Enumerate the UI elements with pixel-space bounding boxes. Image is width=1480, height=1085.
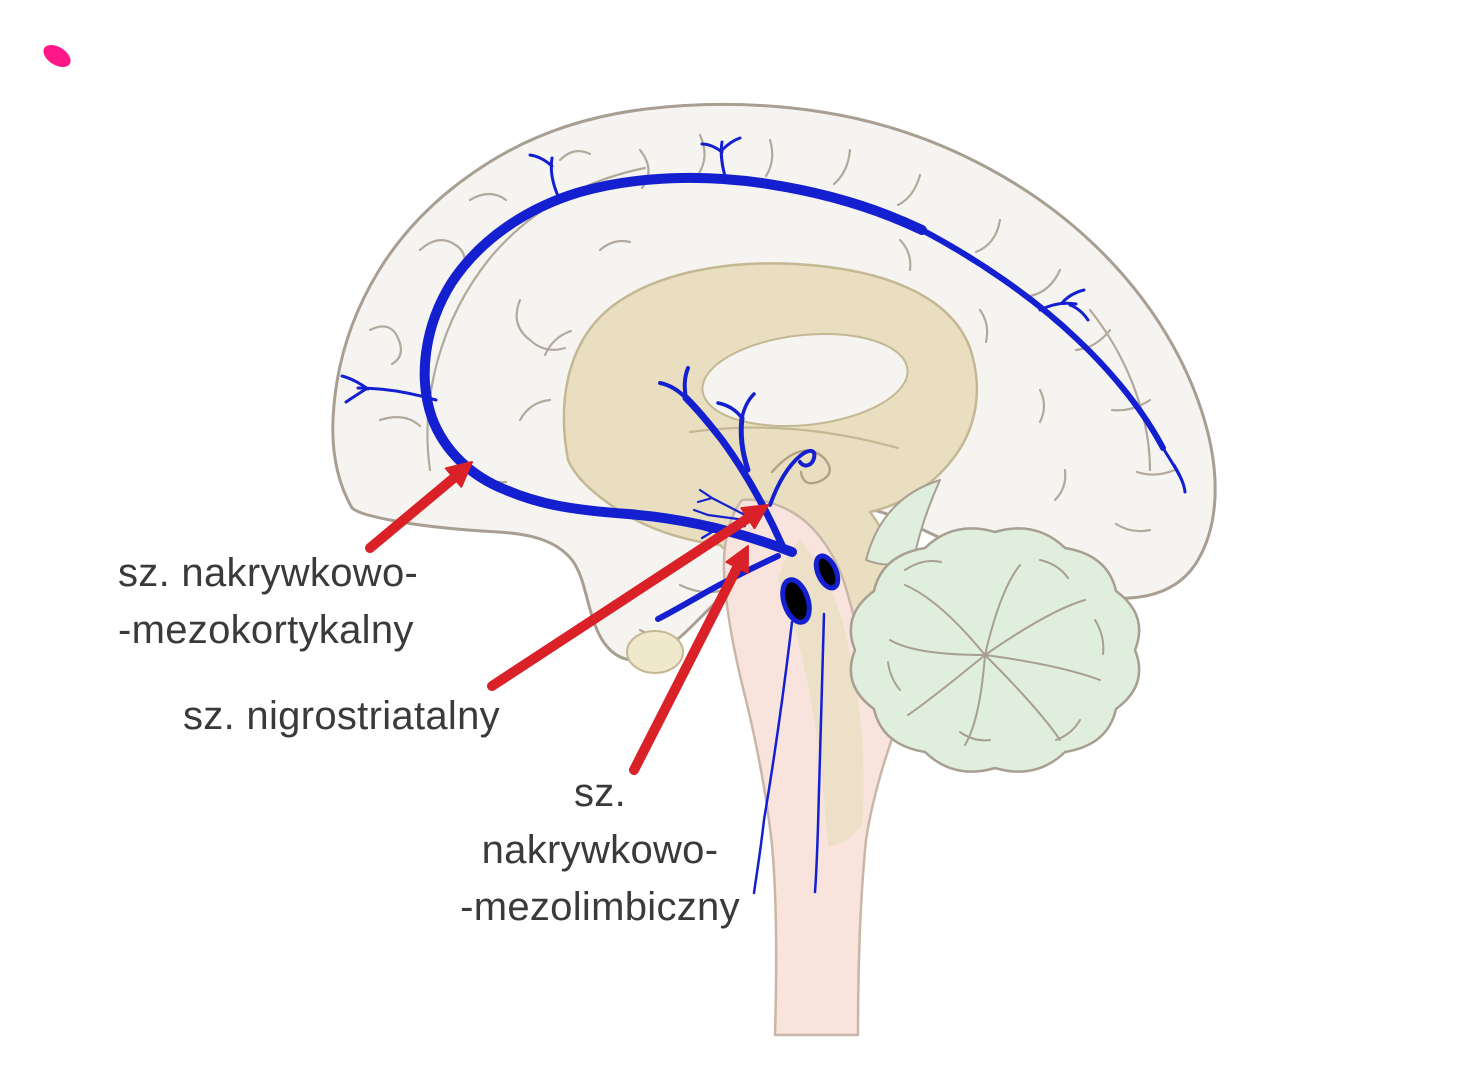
tegmental-nucleus xyxy=(813,553,841,591)
descending-fibers xyxy=(752,612,826,895)
hypothalamic-branches xyxy=(692,488,747,540)
label-mesolimbic-line1: sz. xyxy=(573,771,626,815)
label-mesolimbic-line2: nakrywkowo- xyxy=(481,828,719,873)
midbrain-nuclei xyxy=(780,553,841,625)
label-nigrostriatal-text: sz. nigrostriatalny xyxy=(183,694,500,738)
arrow-mesocortical xyxy=(365,461,473,553)
label-mesolimbic: sz. nakrywkowo- -mezolimbiczny xyxy=(400,765,800,937)
ventricle-region xyxy=(701,332,909,428)
accent-dot xyxy=(43,44,71,68)
label-mesocortical-line1: sz. nakrywkowo- xyxy=(118,551,419,595)
substantia-nigra-nucleus xyxy=(780,577,812,625)
label-mesolimbic-line3: -mezolimbiczny xyxy=(460,885,740,930)
cortical-branches xyxy=(340,136,1090,404)
label-nigrostriatal: sz. nigrostriatalny xyxy=(183,688,500,745)
mesocortical-pathway xyxy=(419,172,927,557)
nigrostriatal-pathway xyxy=(658,366,817,549)
cerebellum-folia xyxy=(887,559,1105,746)
mesolimbic-pathway xyxy=(655,553,781,622)
mammillary-region xyxy=(626,630,684,674)
dopamine-pathways xyxy=(340,136,1187,895)
hippocampus-swirl xyxy=(770,449,831,485)
annotation-arrows xyxy=(365,461,769,775)
label-mesocortical: sz. nakrywkowo- -mezokortykalny xyxy=(118,545,418,659)
arrow-mesolimbic xyxy=(629,545,749,775)
cerebellum xyxy=(849,479,1141,773)
label-mesocortical-line2: -mezokortykalny xyxy=(118,608,414,653)
arrow-nigrostriatal xyxy=(487,504,769,691)
